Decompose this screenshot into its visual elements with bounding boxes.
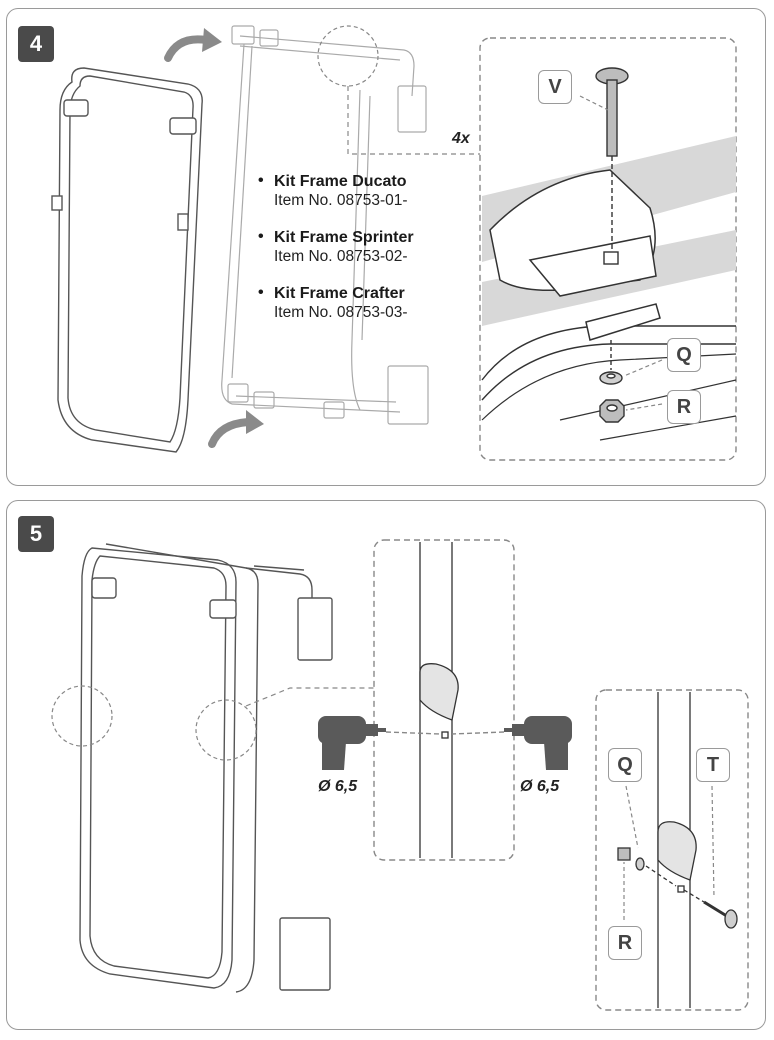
drill-size-right: Ø 6,5 bbox=[520, 778, 560, 795]
detail-circle-5b bbox=[195, 699, 257, 761]
part-label-v: V bbox=[538, 70, 572, 104]
step-4-badge: 4 bbox=[18, 26, 54, 62]
kit-name: Kit Frame Ducato bbox=[274, 173, 407, 190]
quantity-label: 4x bbox=[452, 130, 470, 147]
kit-crafter: • Kit Frame Crafter Item No. 08753-03- bbox=[258, 284, 458, 322]
curved-arrow-bottom bbox=[208, 418, 252, 448]
bullet-icon: • bbox=[258, 284, 264, 301]
detail-circle-5a bbox=[51, 685, 113, 747]
drill-size-left: Ø 6,5 bbox=[318, 778, 358, 795]
bullet-icon: • bbox=[258, 172, 264, 189]
part-label-q: Q bbox=[608, 748, 642, 782]
detail-box-5-fastener bbox=[595, 689, 749, 1011]
kit-sprinter: • Kit Frame Sprinter Item No. 08753-02- bbox=[258, 228, 458, 266]
frame-exploded-right bbox=[221, 25, 429, 425]
kit-ducato: • Kit Frame Ducato Item No. 08753-01- bbox=[258, 172, 458, 210]
drill-right-icon bbox=[504, 716, 572, 770]
part-label-q: Q bbox=[667, 338, 701, 372]
step-5-badge: 5 bbox=[18, 516, 54, 552]
bolt-t bbox=[683, 889, 738, 929]
part-label-r: R bbox=[667, 390, 701, 424]
kit-item-number: Item No. 08753-02- bbox=[274, 248, 408, 265]
detail-circle-4 bbox=[317, 25, 379, 87]
kit-item-number: Item No. 08753-03- bbox=[274, 304, 408, 321]
frame-assembled-double bbox=[79, 543, 333, 993]
part-label-t: T bbox=[696, 748, 730, 782]
bolt-v bbox=[595, 67, 629, 265]
tube-detail-right bbox=[657, 692, 697, 1008]
nut-r bbox=[599, 399, 625, 423]
tube-detail-middle bbox=[419, 542, 459, 858]
washer-nut-q-r bbox=[617, 847, 677, 887]
washer-q bbox=[599, 340, 623, 385]
bullet-icon: • bbox=[258, 228, 264, 245]
kit-name: Kit Frame Sprinter bbox=[274, 229, 414, 246]
kit-item-number: Item No. 08753-01- bbox=[274, 192, 408, 209]
curved-arrow-top bbox=[164, 35, 210, 62]
drill-left-icon bbox=[318, 716, 386, 770]
part-label-r: R bbox=[608, 926, 642, 960]
kit-name: Kit Frame Crafter bbox=[274, 285, 405, 302]
kit-list: • Kit Frame Ducato Item No. 08753-01- • … bbox=[258, 172, 458, 340]
detail-box-5-drill bbox=[373, 539, 515, 861]
frame-assembled-left bbox=[51, 67, 203, 453]
